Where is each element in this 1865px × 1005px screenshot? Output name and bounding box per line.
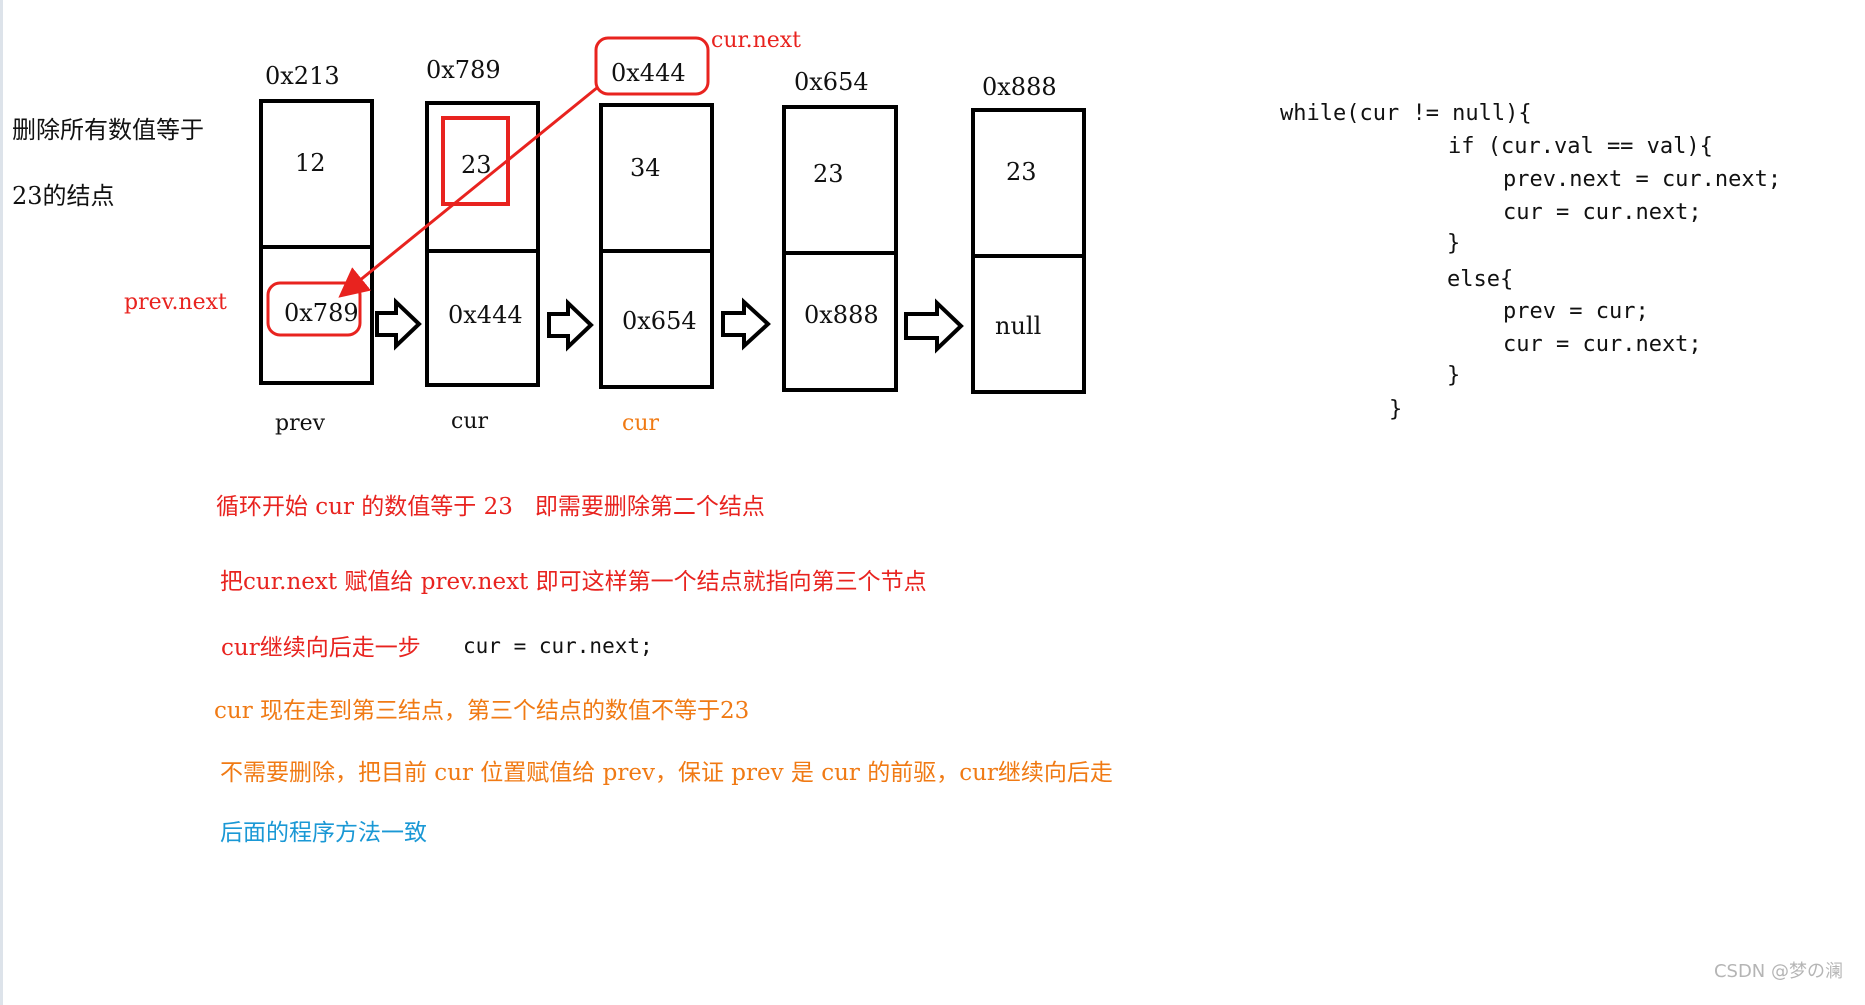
node-4: 0x654 23 0x888 <box>782 68 898 392</box>
code-line-6: else{ <box>1447 267 1513 292</box>
code-line-4: cur = cur.next; <box>1503 200 1702 225</box>
link-arrow-1-icon <box>375 297 422 351</box>
code-line-1: while(cur != null){ <box>1280 101 1532 126</box>
code-line-5: } <box>1447 231 1460 256</box>
node-3: 0x444 34 0x654 cur <box>599 59 714 436</box>
code-block: while(cur != null){ if (cur.val == val){… <box>1280 101 1781 422</box>
node-4-box <box>782 105 898 392</box>
problem-line-2: 23的结点 <box>12 182 115 210</box>
node-4-next: 0x888 <box>804 301 879 329</box>
link-arrow-2-icon <box>547 298 594 352</box>
note-5: 不需要删除，把目前 cur 位置赋值给 prev，保证 prev 是 cur 的… <box>220 760 1113 786</box>
node-2: 0x789 23 0x444 cur <box>425 56 540 434</box>
node-1: 0x213 12 0x789 prev <box>259 62 374 436</box>
code-line-9: } <box>1447 363 1460 388</box>
cur-next-step-label: cur <box>622 411 659 436</box>
note-3-code: cur = cur.next; <box>463 634 653 658</box>
node-2-value: 23 <box>461 151 492 179</box>
prev-next-highlight <box>266 281 362 337</box>
watermark: CSDN @梦の澜 <box>1713 961 1843 982</box>
cur-label: cur <box>451 409 488 434</box>
node-3-value: 34 <box>630 154 661 182</box>
node-3-next: 0x654 <box>622 307 697 335</box>
node-5-value: 23 <box>1006 158 1037 186</box>
cur-next-highlight <box>594 36 710 96</box>
node-1-next: 0x789 <box>284 299 359 327</box>
code-line-8: cur = cur.next; <box>1503 332 1702 357</box>
link-arrow-4-icon <box>904 298 964 354</box>
code-line-2: if (cur.val == val){ <box>1448 134 1713 159</box>
note-2: 把cur.next 赋值给 prev.next 即可这样第一个结点就指向第三个节… <box>220 569 927 595</box>
node-1-box <box>259 99 374 385</box>
note-3: cur继续向后走一步 <box>221 635 421 661</box>
node-1-address: 0x213 <box>265 62 340 90</box>
node-2-address: 0x789 <box>426 56 501 84</box>
note-1: 循环开始 cur 的数值等于 23 即需要删除第二个结点 <box>216 494 765 520</box>
node-5-box <box>971 108 1086 394</box>
code-line-3: prev.next = cur.next; <box>1503 167 1781 192</box>
cur-next-label: cur.next <box>711 28 801 53</box>
link-arrow-3-icon <box>721 297 771 351</box>
node-4-address: 0x654 <box>794 68 869 96</box>
node-5: 0x888 23 null <box>971 73 1086 394</box>
node-1-value: 12 <box>295 149 326 177</box>
note-4: cur 现在走到第三结点，第三个结点的数值不等于23 <box>214 698 749 724</box>
code-line-7: prev = cur; <box>1503 299 1649 324</box>
node-3-box <box>599 103 714 389</box>
code-line-10: } <box>1389 397 1402 422</box>
left-border <box>0 0 3 1005</box>
node-5-address: 0x888 <box>982 73 1057 101</box>
node-4-value: 23 <box>813 160 844 188</box>
node-3-address: 0x444 <box>611 59 686 87</box>
notes: 循环开始 cur 的数值等于 23 即需要删除第二个结点 把cur.next 赋… <box>214 494 1113 846</box>
node-5-next: null <box>995 312 1041 340</box>
node-2-box <box>425 101 540 387</box>
prev-label: prev <box>275 411 326 436</box>
note-6: 后面的程序方法一致 <box>220 820 427 846</box>
prev-next-label: prev.next <box>124 290 227 315</box>
node-2-next: 0x444 <box>448 301 523 329</box>
reassign-arrow <box>338 85 599 298</box>
problem-line-1: 删除所有数值等于 <box>12 116 204 144</box>
